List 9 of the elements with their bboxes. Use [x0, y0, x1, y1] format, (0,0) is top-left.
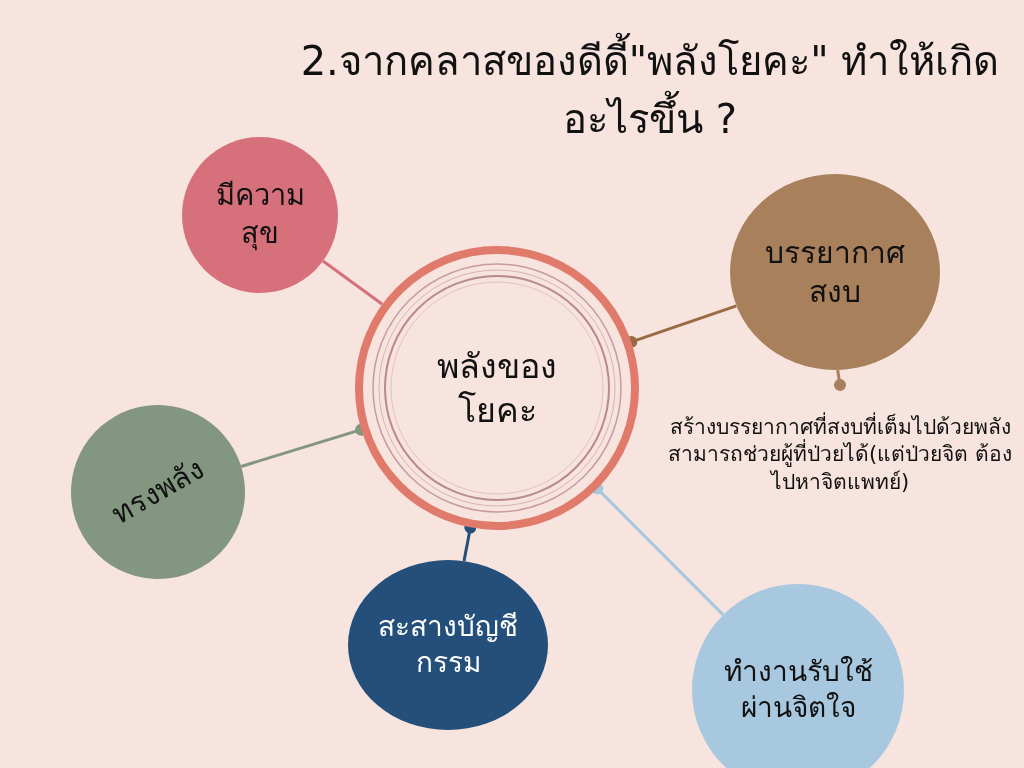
note-text: สร้างบรรยากาศที่สงบที่เต็มไปด้วยพลังสามารถช่วยผู้ที่ป่วยได้(แต่ป่วยจิต ต้องไปหาจิตแพทย์): [655, 385, 1024, 525]
topic-circle: ทำงานรับใช้ผ่านจิตใจ: [692, 584, 904, 768]
connector-line: [834, 369, 846, 391]
topic-circle: มีความสุข: [182, 137, 338, 293]
connector-line: [591, 482, 725, 616]
topic-circle: สะสางบัญชีกรรม: [348, 560, 548, 730]
connector-line: [322, 259, 384, 306]
central-ring: พลังของโยคะ: [355, 246, 639, 530]
topic-circle: บรรยากาศสงบ: [730, 174, 940, 370]
